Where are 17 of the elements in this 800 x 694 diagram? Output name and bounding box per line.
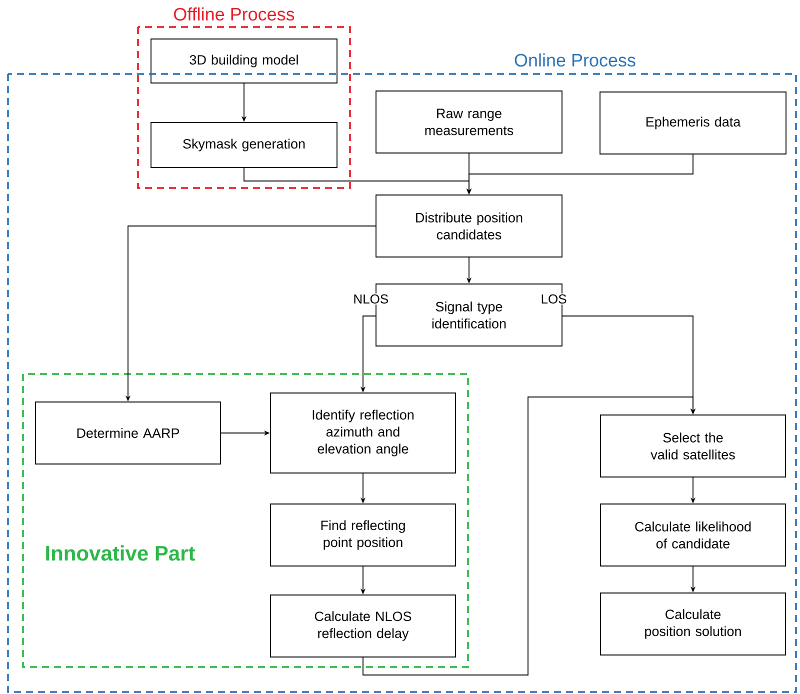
process-box: Calculate likelihood of candidate — [600, 504, 786, 566]
arrow — [362, 396, 696, 676]
group-heading: Offline Process — [174, 7, 294, 21]
process-box: Ephemeris data — [600, 92, 786, 154]
process-box: Calculate NLOS reflection delay — [270, 594, 456, 658]
process-box: Identify reflection azimuth and elevation angle — [270, 392, 456, 474]
group-heading: Online Process — [514, 53, 636, 67]
process-box: 3D building model — [150, 38, 338, 84]
group-heading: Innovative Part — [46, 545, 195, 561]
process-box: Determine AARP — [35, 402, 221, 464]
process-box: Raw range measurements — [376, 90, 562, 154]
process-box: Find reflecting point position — [270, 504, 456, 566]
process-box: Select the valid satellites — [600, 414, 786, 478]
process-box: Skymask generation — [150, 122, 338, 168]
edge-label: NLOS — [352, 293, 390, 305]
process-box: Calculate position solution — [600, 592, 786, 656]
process-box: Distribute position candidates — [376, 194, 562, 258]
